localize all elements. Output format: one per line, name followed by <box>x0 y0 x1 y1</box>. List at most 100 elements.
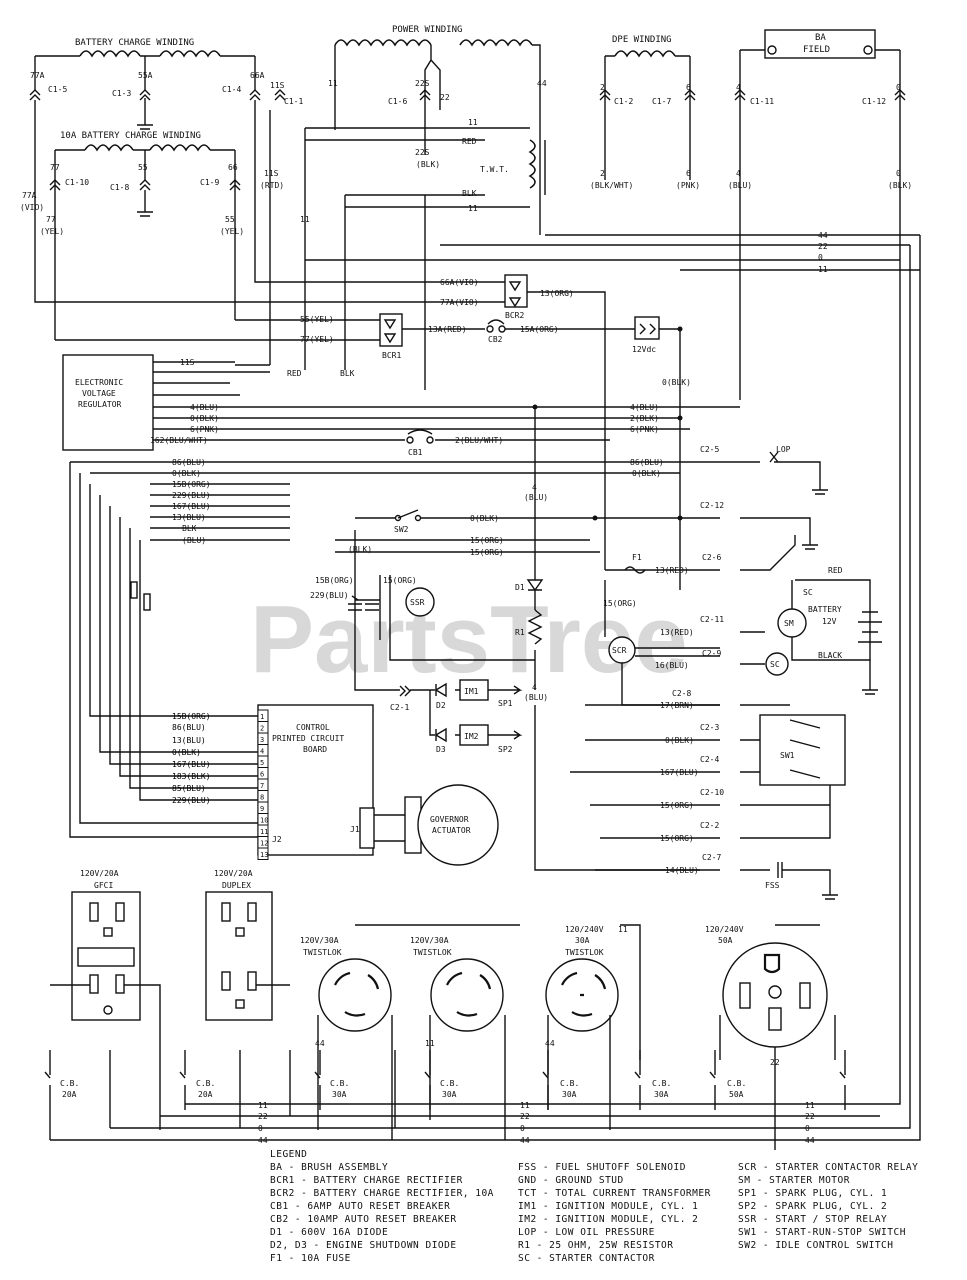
harness-red: RED <box>462 137 477 146</box>
evr-label-2: VOLTAGE <box>82 389 116 398</box>
cb-30a-2-l1: C.B. <box>440 1079 459 1088</box>
wire-4-blu: (BLU) <box>728 181 752 190</box>
wire-vio-label: (VIO) <box>20 203 44 212</box>
legend-item: R1 - 25 OHM, 25W RESISTOR <box>518 1240 674 1251</box>
conn-c2-12: C2-12 <box>700 501 724 510</box>
legend-item: LOP - LOW OIL PRESSURE <box>518 1227 655 1238</box>
power-winding: POWER WINDING 11 22S 22 44 C1-6 11S C1-1 <box>270 25 547 140</box>
bus-11-bottom-2: 11 <box>520 1101 530 1110</box>
battery-label-2: 12V <box>822 617 837 626</box>
sp2-label: SP2 <box>498 745 513 754</box>
wire-6-top: 6 <box>686 83 691 92</box>
wire-0-top: 0 <box>896 83 901 92</box>
wire-77a-vio: 77A(VIO) <box>440 298 479 307</box>
legend-item: SP2 - SPARK PLUG, CYL. 2 <box>738 1201 888 1212</box>
legend-item: SP1 - SPARK PLUG, CYL. 1 <box>738 1188 888 1199</box>
wire-77: 77 <box>50 163 60 172</box>
wire-77-yel-h: 77(YEL) <box>300 335 334 344</box>
duplex-outlet: 120V/20A DUPLEX <box>205 869 290 1021</box>
sw2-idle-switch: SW2 0(BLK) C2-12 <box>355 501 818 550</box>
gfci-label-2: GFCI <box>94 881 113 890</box>
cb-blk: BLK <box>182 524 197 533</box>
control-j2: J2 <box>272 835 282 844</box>
wire-2-blkwht: (BLK/WHT) <box>590 181 633 190</box>
battery-black: BLACK <box>818 651 842 660</box>
tw3-wire-44b: 44 <box>545 1039 555 1048</box>
wire-77-vio: 77A <box>22 191 37 200</box>
sc-label: SC <box>803 588 813 597</box>
harness-11a: 11 <box>468 118 478 127</box>
legend-item: SW2 - IDLE CONTROL SWITCH <box>738 1240 894 1251</box>
tw3-wire-11b: 11 <box>618 925 628 934</box>
conn-c1-4: C1-4 <box>222 85 241 94</box>
wire-15-org-sw2: 15(ORG) <box>660 834 694 843</box>
tw2-wire-11: 11 <box>425 1039 435 1048</box>
battery-charge-winding-10a: 10A BATTERY CHARGE WINDING 77 55 66 C1-1… <box>20 131 244 340</box>
evr-label-1: ELECTRONIC <box>75 378 123 387</box>
cb-30a-4-l1: C.B. <box>652 1079 671 1088</box>
control-label-1: CONTROL <box>296 723 330 732</box>
bcr1: 55(YEL) 77(YEL) BCR1 13A(RED) CB2 15A(OR… <box>55 313 683 590</box>
legend-item: D1 - 600V 16A DIODE <box>270 1227 389 1238</box>
field-ba-label: BA <box>815 33 826 43</box>
wire-yel-label: (YEL) <box>40 227 64 236</box>
bcr1-label: BCR1 <box>382 351 401 360</box>
ssr-15-org: 15(ORG) <box>470 536 504 545</box>
fss-label: FSS <box>765 881 780 890</box>
ssr-relay: 15(ORG) 15(ORG) SSR (BLK) 229(BLU) 15B(O… <box>310 530 600 691</box>
twistlok-2: 120V/30A TWISTLOK 11 <box>410 936 506 1140</box>
legend-item: BA - BRUSH ASSEMBLY <box>270 1162 389 1173</box>
right-0-blk-2: 0(BLK) <box>632 469 661 478</box>
control-label-2: PRINTED CIRCUIT <box>272 734 344 743</box>
legend-item: FSS - FUEL SHUTOFF SOLENOID <box>518 1162 686 1173</box>
bus-11-bottom: 11 <box>258 1101 268 1110</box>
field-label: FIELD <box>803 45 830 55</box>
wire-0-mid: 0 <box>896 169 901 178</box>
bus-0-top: 0 <box>818 253 823 262</box>
duplex-label-2: DUPLEX <box>222 881 251 890</box>
ssr-wire-15: 15(ORG) <box>383 576 417 585</box>
cb-13-blu: 13(BLU) <box>172 513 206 522</box>
sw1-switch: 17(BRN) C2-8 0(BLK) C2-3 167(BLU) C2-4 1… <box>570 689 846 900</box>
bcr2: 13(ORG) BCR2 <box>504 274 606 440</box>
wire-6-mid: 6 <box>686 169 691 178</box>
conn-c1-10: C1-10 <box>65 178 89 187</box>
wire-22s-mid: 22S <box>415 148 430 157</box>
conn-c1-3: C1-3 <box>112 89 131 98</box>
wire-22s: 22S <box>415 79 430 88</box>
twistlok-3: 120/240V 30A TWISTLOK 44 11 <box>545 924 641 1130</box>
f1-label: F1 <box>632 553 642 562</box>
receptacle-50a: 120/240V 50A 22 <box>705 924 836 1150</box>
cb-50a-l2: 50A <box>729 1090 744 1099</box>
control-j1: J1 <box>350 825 360 834</box>
conn-c2-10: C2-10 <box>700 788 724 797</box>
tct-transformer: T.W.T. <box>480 139 546 195</box>
cb-30a-4-l2: 30A <box>654 1090 669 1099</box>
conn-c1-9: C1-9 <box>200 178 219 187</box>
electronic-voltage-regulator: ELECTRONIC VOLTAGE REGULATOR 11S 4(BLU) … <box>62 354 740 451</box>
wire-17-brn: 17(BRN) <box>660 701 694 710</box>
power-winding-label: POWER WINDING <box>392 25 462 35</box>
wire-13-red: 13(RED) <box>655 566 689 575</box>
conn-c1-11: C1-11 <box>750 97 774 106</box>
cb-50a-l1: C.B. <box>727 1079 746 1088</box>
legend-item: D2, D3 - ENGINE SHUTDOWN DIODE <box>270 1240 457 1251</box>
r1-wire-4: 4 <box>532 683 537 692</box>
legend-item: SSR - START / STOP RELAY <box>738 1214 888 1225</box>
conn-c2-3: C2-3 <box>700 723 719 732</box>
ssr-label: SSR <box>410 598 425 607</box>
legend-item: BCR1 - BATTERY CHARGE RECTIFIER <box>270 1175 463 1186</box>
scr-label: SCR <box>612 646 627 655</box>
conn-c1-12: C1-12 <box>862 97 886 106</box>
conn-c2-9: C2-9 <box>702 649 721 658</box>
ssr-wire-15b: 15B(ORG) <box>315 576 354 585</box>
bus-44-top: 44 <box>818 231 828 240</box>
legend-item: CB1 - 6AMP AUTO RESET BREAKER <box>270 1201 451 1212</box>
sc-coil-label: SC <box>770 660 780 669</box>
evr-label-3: REGULATOR <box>78 400 122 409</box>
legend-item: SM - STARTER MOTOR <box>738 1175 850 1186</box>
conn-c1-8: C1-8 <box>110 183 129 192</box>
wire-15a-org: 15A(ORG) <box>520 325 559 334</box>
wire-77a: 77A <box>30 71 45 80</box>
cb2-label: CB2 <box>488 335 503 344</box>
